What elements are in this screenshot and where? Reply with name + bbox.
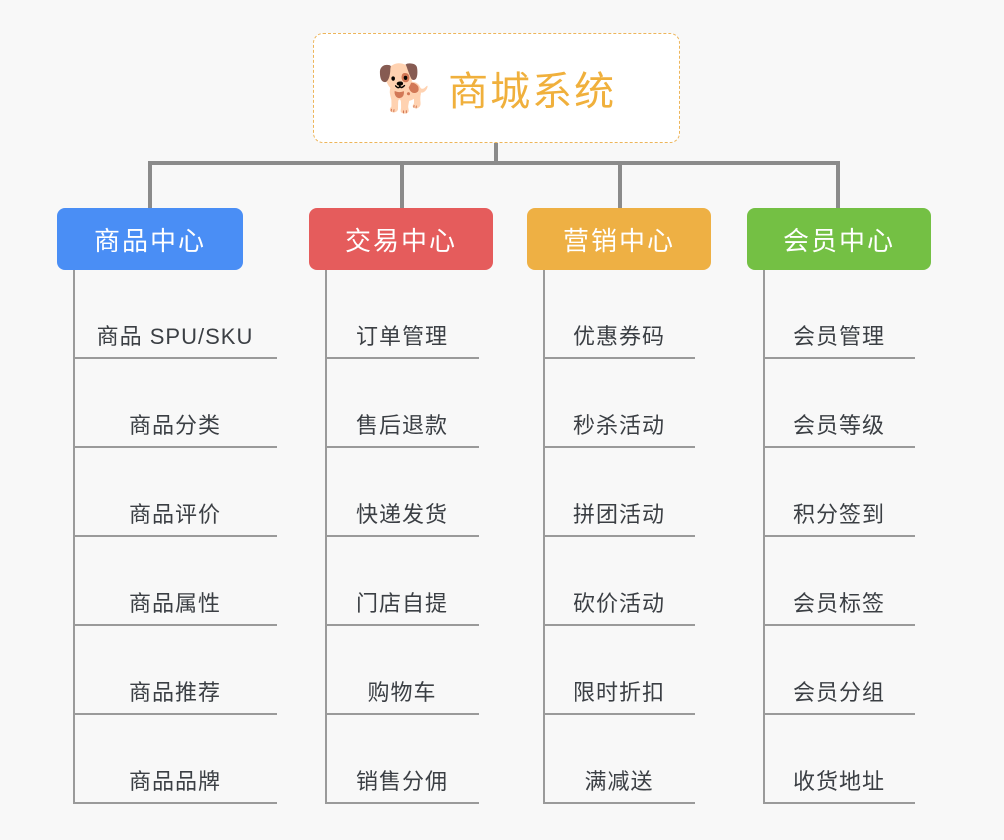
leaf-item[interactable]: 会员管理 — [763, 270, 915, 359]
branch-trunk-line — [73, 270, 75, 804]
leaf-item[interactable]: 积分签到 — [763, 448, 915, 537]
branch-trunk-line — [325, 270, 327, 804]
branch-column-1: 商品 SPU/SKU 商品分类商品评价商品属性商品推荐商品品牌 — [73, 270, 277, 804]
leaf-item-label: 售后退款 — [355, 413, 448, 438]
leaf-item-label: 优惠券码 — [572, 324, 665, 349]
root-node-title: 商城系统 — [448, 70, 617, 114]
leaf-item-label: 商品 SPU/SKU — [96, 324, 254, 349]
connector-drop-3 — [618, 161, 622, 210]
category-box-1[interactable]: 商品中心 — [57, 208, 243, 270]
leaf-item[interactable]: 快递发货 — [325, 448, 479, 537]
leaf-item[interactable]: 满减送 — [543, 715, 695, 804]
branch-column-3: 优惠券码秒杀活动拼团活动砍价活动限时折扣满减送 — [543, 270, 695, 804]
leaf-item-label: 满减送 — [584, 769, 654, 794]
category-box-4[interactable]: 会员中心 — [747, 208, 931, 270]
leaf-item[interactable]: 商品分类 — [73, 359, 277, 448]
root-node-shop-system[interactable]: 🐕 商城系统 — [313, 33, 680, 143]
category-box-3[interactable]: 营销中心 — [527, 208, 711, 270]
leaf-item[interactable]: 商品 SPU/SKU — [73, 270, 277, 359]
leaf-item[interactable]: 商品评价 — [73, 448, 277, 537]
leaf-item-label: 商品属性 — [128, 591, 221, 616]
category-label: 会员中心 — [782, 225, 895, 256]
leaf-item-label: 秒杀活动 — [572, 413, 665, 438]
connector-drop-1 — [148, 161, 152, 210]
leaf-item-label: 商品分类 — [128, 413, 221, 438]
connector-horizontal-bus — [148, 161, 840, 165]
leaf-item-label: 门店自提 — [355, 591, 448, 616]
leaf-item-label: 商品推荐 — [128, 680, 221, 705]
leaf-item[interactable]: 销售分佣 — [325, 715, 479, 804]
leaf-item-label: 积分签到 — [792, 502, 885, 527]
leaf-item-label: 商品品牌 — [128, 769, 221, 794]
category-label: 交易中心 — [344, 225, 457, 256]
branch-trunk-line — [543, 270, 545, 804]
leaf-item[interactable]: 售后退款 — [325, 359, 479, 448]
leaf-item[interactable]: 优惠券码 — [543, 270, 695, 359]
leaf-item-label: 砍价活动 — [572, 591, 665, 616]
connector-root-stem — [494, 143, 498, 165]
leaf-item-label: 会员管理 — [792, 324, 885, 349]
leaf-item[interactable]: 会员分组 — [763, 626, 915, 715]
leaf-item-label: 订单管理 — [355, 324, 448, 349]
leaf-item[interactable]: 购物车 — [325, 626, 479, 715]
leaf-item-label: 拼团活动 — [572, 502, 665, 527]
leaf-item-label: 购物车 — [367, 680, 437, 705]
leaf-item-label: 商品评价 — [128, 502, 221, 527]
leaf-item[interactable]: 限时折扣 — [543, 626, 695, 715]
category-label: 商品中心 — [93, 225, 206, 256]
leaf-item-label: 收货地址 — [792, 769, 885, 794]
leaf-item[interactable]: 拼团活动 — [543, 448, 695, 537]
leaf-item-label: 限时折扣 — [572, 680, 665, 705]
leaf-item-label: 会员等级 — [792, 413, 885, 438]
leaf-item[interactable]: 会员等级 — [763, 359, 915, 448]
leaf-item-label: 会员标签 — [792, 591, 885, 616]
leaf-item[interactable]: 订单管理 — [325, 270, 479, 359]
leaf-item[interactable]: 会员标签 — [763, 537, 915, 626]
leaf-item[interactable]: 商品品牌 — [73, 715, 277, 804]
branch-trunk-line — [763, 270, 765, 804]
leaf-item[interactable]: 砍价活动 — [543, 537, 695, 626]
leaf-item[interactable]: 商品属性 — [73, 537, 277, 626]
shiba-dog-face-icon: 🐕 — [376, 62, 435, 114]
leaf-item-label: 销售分佣 — [355, 769, 448, 794]
category-box-2[interactable]: 交易中心 — [309, 208, 493, 270]
connector-drop-2 — [400, 161, 404, 210]
leaf-item-label: 快递发货 — [355, 502, 448, 527]
branch-column-2: 订单管理售后退款快递发货门店自提购物车销售分佣 — [325, 270, 479, 804]
leaf-item[interactable]: 门店自提 — [325, 537, 479, 626]
leaf-item[interactable]: 秒杀活动 — [543, 359, 695, 448]
leaf-item-label: 会员分组 — [792, 680, 885, 705]
leaf-item[interactable]: 收货地址 — [763, 715, 915, 804]
leaf-item[interactable]: 商品推荐 — [73, 626, 277, 715]
category-label: 营销中心 — [562, 225, 675, 256]
connector-drop-4 — [836, 161, 840, 210]
branch-column-4: 会员管理会员等级积分签到会员标签会员分组收货地址 — [763, 270, 915, 804]
root-node-content: 🐕 商城系统 — [377, 59, 616, 117]
